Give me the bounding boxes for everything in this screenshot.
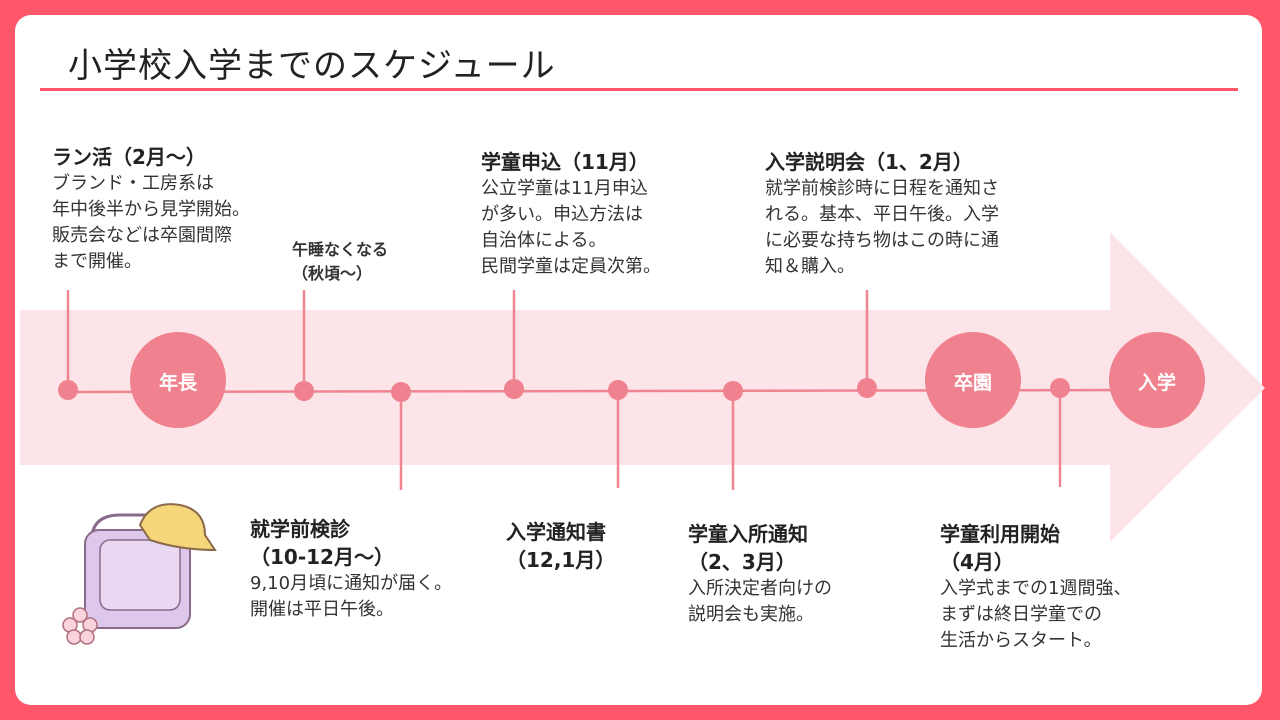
event-text: 自治体による。 <box>481 230 607 251</box>
event-heading: 学童利用開始 <box>940 522 1060 546</box>
event-text: 9,10月頃に通知が届く。 <box>250 573 453 594</box>
timeline-dot <box>723 381 743 401</box>
title-underline <box>40 88 1238 91</box>
timeline-dot <box>294 381 314 401</box>
event-text: 入学式までの1週間強、 <box>940 578 1132 599</box>
event-heading: 入学通知書 <box>506 520 606 544</box>
event-text: （秋頃～） <box>292 264 373 283</box>
timeline-dot <box>608 380 628 400</box>
event-health-check: 就学前検診 （10-12月～） 9,10月頃に通知が届く。 開催は平日午後。 <box>250 515 452 623</box>
backpack-icon <box>62 503 217 645</box>
event-heading: 入学説明会（1、2月） <box>765 150 973 174</box>
event-nap-ends: 午睡なくなる （秋頃～） <box>292 238 388 286</box>
event-text: ブランド・工房系は <box>52 173 214 194</box>
event-text: まで開催。 <box>52 251 142 272</box>
event-gakudo-apply: 学童申込（11月） 公立学童は11月申込 が多い。申込方法は 自治体による。 民… <box>481 148 661 280</box>
timeline-dot <box>857 378 877 398</box>
event-heading: 学童入所通知 <box>688 522 808 546</box>
event-text: に必要な持ち物はこの時に通 <box>765 230 999 251</box>
milestone-nencho: 年長 <box>158 372 197 394</box>
event-subheading: （10-12月～） <box>250 545 394 569</box>
event-heading: 午睡なくなる <box>292 240 389 259</box>
timeline-dot <box>504 379 524 399</box>
event-subheading: （12,1月） <box>506 548 616 572</box>
event-gakudo-notice: 学童入所通知 （2、3月） 入所決定者向けの 説明会も実施。 <box>688 520 832 628</box>
event-text: 年中後半から見学開始。 <box>52 199 250 220</box>
timeline-arrow <box>20 232 1265 542</box>
milestone-sotsuen: 卒園 <box>953 372 992 394</box>
event-text: 販売会などは卒園間際 <box>52 225 232 246</box>
event-text: 就学前検診時に日程を通知さ <box>765 178 999 199</box>
event-text: れる。基本、平日午後。入学 <box>765 204 999 225</box>
event-subheading: （4月） <box>940 550 1014 574</box>
milestone-nyugaku: 入学 <box>1137 372 1176 394</box>
event-text: 生活からスタート。 <box>940 630 1102 651</box>
event-text: が多い。申込方法は <box>481 204 643 225</box>
event-heading: ラン活（2月～） <box>52 145 206 169</box>
event-heading: 学童申込（11月） <box>481 150 649 174</box>
timeline-dot <box>58 380 78 400</box>
milestone-circle <box>1109 332 1205 428</box>
event-text: 民間学童は定員次第。 <box>481 256 661 277</box>
event-text: 入所決定者向けの <box>688 578 832 599</box>
milestone-circle <box>925 332 1021 428</box>
page-title: 小学校入学までのスケジュール <box>68 46 556 86</box>
event-ran-katsu: ラン活（2月～） ブランド・工房系は 年中後半から見学開始。 販売会などは卒園間… <box>52 143 250 275</box>
event-heading: 就学前検診 <box>250 517 350 541</box>
event-text: まずは終日学童での <box>940 604 1102 625</box>
event-text: 説明会も実施。 <box>688 604 814 625</box>
event-text: 公立学童は11月申込 <box>481 178 648 199</box>
event-text: 知＆購入。 <box>765 256 855 277</box>
event-gakudo-start: 学童利用開始 （4月） 入学式までの1週間強、 まずは終日学童での 生活からスタ… <box>940 520 1131 654</box>
event-subheading: （2、3月） <box>688 550 796 574</box>
milestone-circle <box>130 332 226 428</box>
timeline-dot <box>1050 378 1070 398</box>
event-orientation: 入学説明会（1、2月） 就学前検診時に日程を通知さ れる。基本、平日午後。入学 … <box>765 148 999 280</box>
event-text: 開催は平日午後。 <box>250 599 394 620</box>
event-admission-notice: 入学通知書 （12,1月） <box>506 518 615 574</box>
timeline-dot <box>391 382 411 402</box>
